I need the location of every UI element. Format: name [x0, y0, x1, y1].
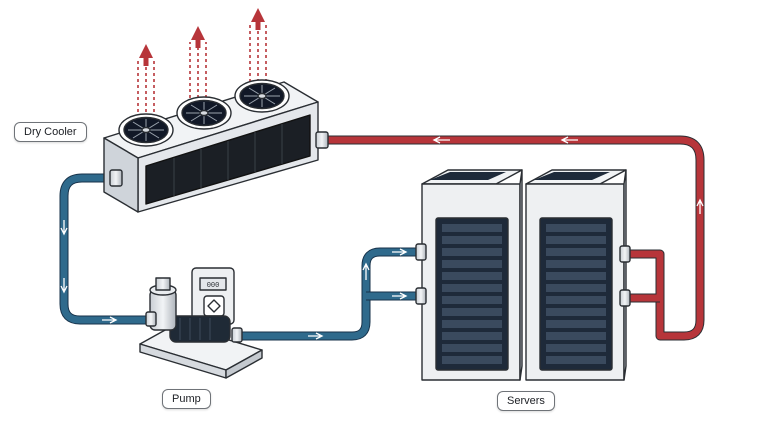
- flow-arrow-icon: [392, 292, 408, 300]
- flow-arrow-icon: [392, 248, 408, 256]
- flow-arrow-icon: [102, 316, 118, 324]
- pump-icon: 000: [139, 267, 263, 379]
- dry-cooler: [103, 79, 329, 213]
- heat-arrow-icon: [249, 8, 267, 82]
- server-rack-icon: [415, 169, 523, 381]
- cold-flow-arrows: [60, 220, 408, 340]
- dry-cooler-outlet-port: [109, 169, 123, 187]
- heat-arrows: [137, 8, 267, 112]
- heat-arrow-icon: [189, 26, 207, 98]
- flow-arrow-icon: [308, 332, 324, 340]
- fan-icon: [234, 79, 290, 113]
- hot-return-pipe: [316, 135, 705, 341]
- flow-arrow-icon: [60, 220, 68, 236]
- cold-supply-pipe: [59, 173, 428, 341]
- svg-text:000: 000: [207, 282, 220, 290]
- flow-arrow-icon: [362, 262, 370, 280]
- flow-arrow-icon: [432, 136, 450, 144]
- flow-arrow-icon: [60, 278, 68, 294]
- heat-arrow-icon: [137, 44, 155, 112]
- flow-arrow-icon: [560, 136, 578, 144]
- pump-label: Pump: [162, 389, 211, 409]
- fan-icon: [176, 96, 232, 130]
- dry-cooler-label: Dry Cooler: [14, 122, 87, 142]
- hot-flow-arrows: [432, 136, 704, 214]
- servers-label: Servers: [497, 391, 555, 411]
- fan-icon: [118, 113, 174, 147]
- dry-cooler-inlet-port: [315, 131, 329, 149]
- flow-arrow-icon: [696, 198, 704, 214]
- server-rack-icon: [525, 169, 631, 381]
